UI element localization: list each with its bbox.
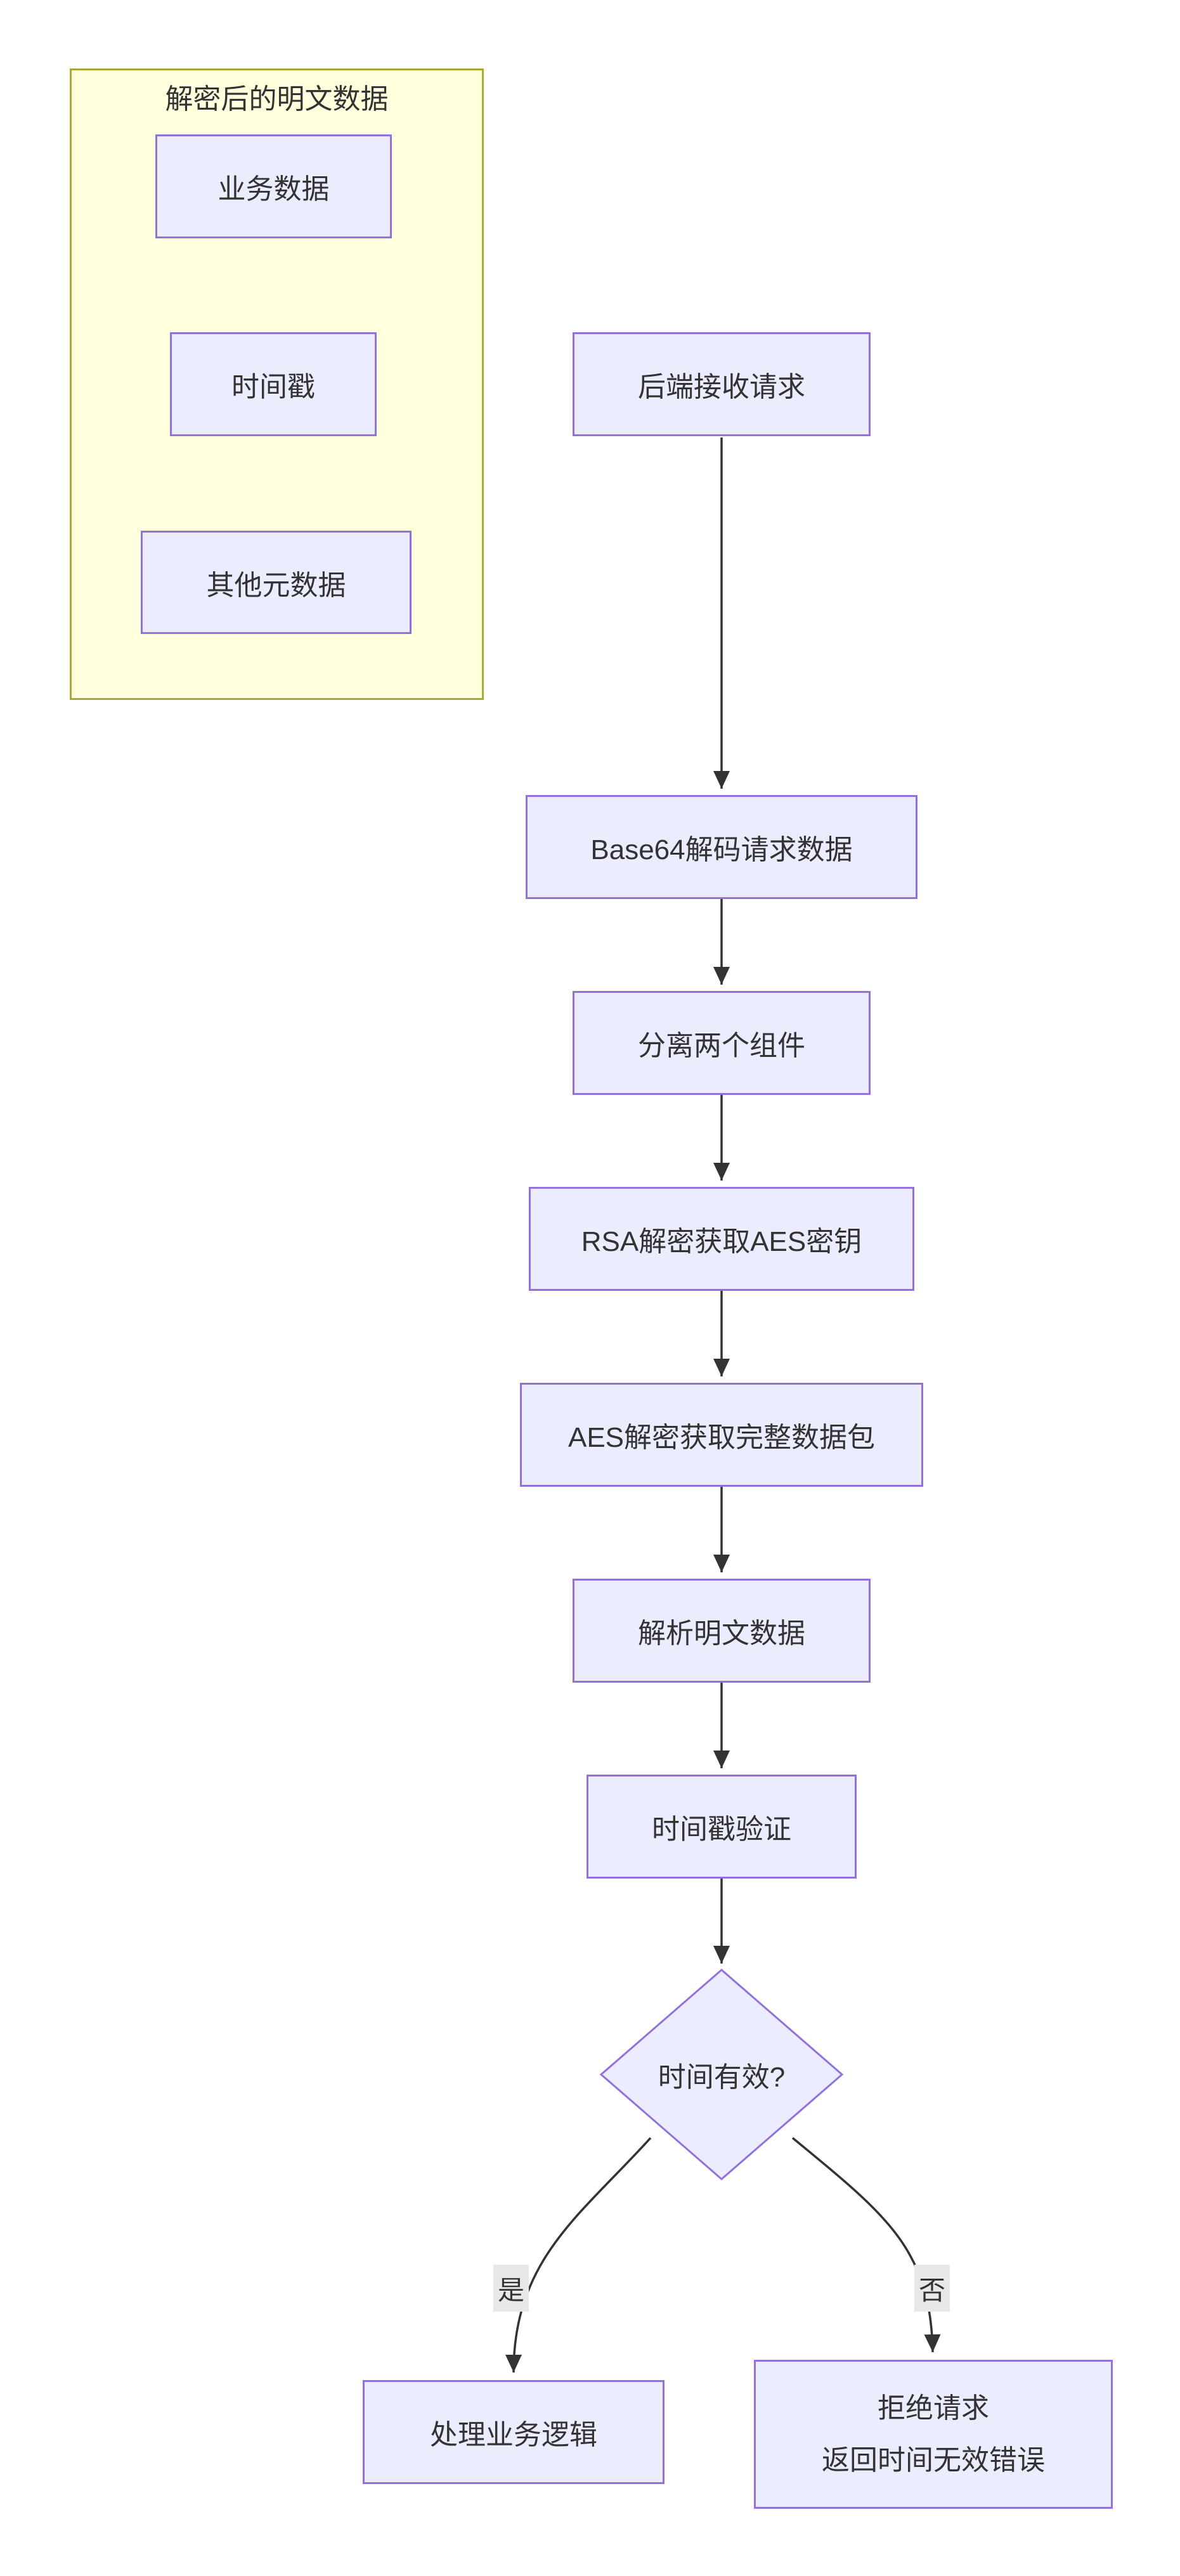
decision-time-valid-label: 时间有效? [658, 2062, 786, 2093]
node-aes-decrypt: AES解密获取完整数据包 [520, 1383, 923, 1487]
node-process-business-label: 处理业务逻辑 [430, 2419, 597, 2450]
edge-decision-no [791, 2137, 941, 2353]
edge-label-no-text: 否 [918, 2275, 945, 2305]
node-timestamp-label: 时间戳 [231, 372, 315, 403]
node-business-data: 业务数据 [155, 134, 392, 238]
node-reject-request-line1: 拒绝请求 [878, 2393, 989, 2424]
node-timestamp: 时间戳 [170, 332, 377, 436]
node-split-components: 分离两个组件 [573, 991, 871, 1095]
node-business-data-label: 业务数据 [217, 174, 330, 205]
node-process-business: 处理业务逻辑 [363, 2380, 665, 2484]
node-split-components-label: 分离两个组件 [638, 1030, 805, 1061]
decision-time-valid: 时间有效? [601, 2024, 842, 2125]
node-base64-decode-label: Base64解码请求数据 [590, 834, 853, 865]
node-backend-receive: 后端接收请求 [573, 332, 871, 436]
edge-label-no: 否 [914, 2265, 950, 2312]
node-reject-request-line2: 返回时间无效错误 [822, 2444, 1045, 2476]
node-timestamp-verify-label: 时间戳验证 [652, 1814, 791, 1845]
node-reject-request: 拒绝请求 返回时间无效错误 [754, 2360, 1113, 2509]
node-rsa-decrypt: RSA解密获取AES密钥 [529, 1187, 914, 1291]
node-backend-receive-label: 后端接收请求 [638, 372, 805, 403]
node-base64-decode: Base64解码请求数据 [526, 795, 917, 899]
node-timestamp-verify: 时间戳验证 [587, 1775, 857, 1879]
edge-decision-yes [505, 2137, 652, 2373]
node-rsa-decrypt-label: RSA解密获取AES密钥 [581, 1226, 862, 1257]
node-parse-plaintext-label: 解析明文数据 [638, 1618, 805, 1649]
node-other-metadata: 其他元数据 [141, 531, 412, 634]
node-other-metadata-label: 其他元数据 [206, 569, 346, 601]
subgraph-title: 解密后的明文数据 [165, 84, 389, 115]
edge-label-yes: 是 [493, 2265, 529, 2312]
edge-label-yes-text: 是 [497, 2275, 524, 2305]
node-parse-plaintext: 解析明文数据 [573, 1579, 871, 1683]
node-aes-decrypt-label: AES解密获取完整数据包 [567, 1422, 876, 1453]
